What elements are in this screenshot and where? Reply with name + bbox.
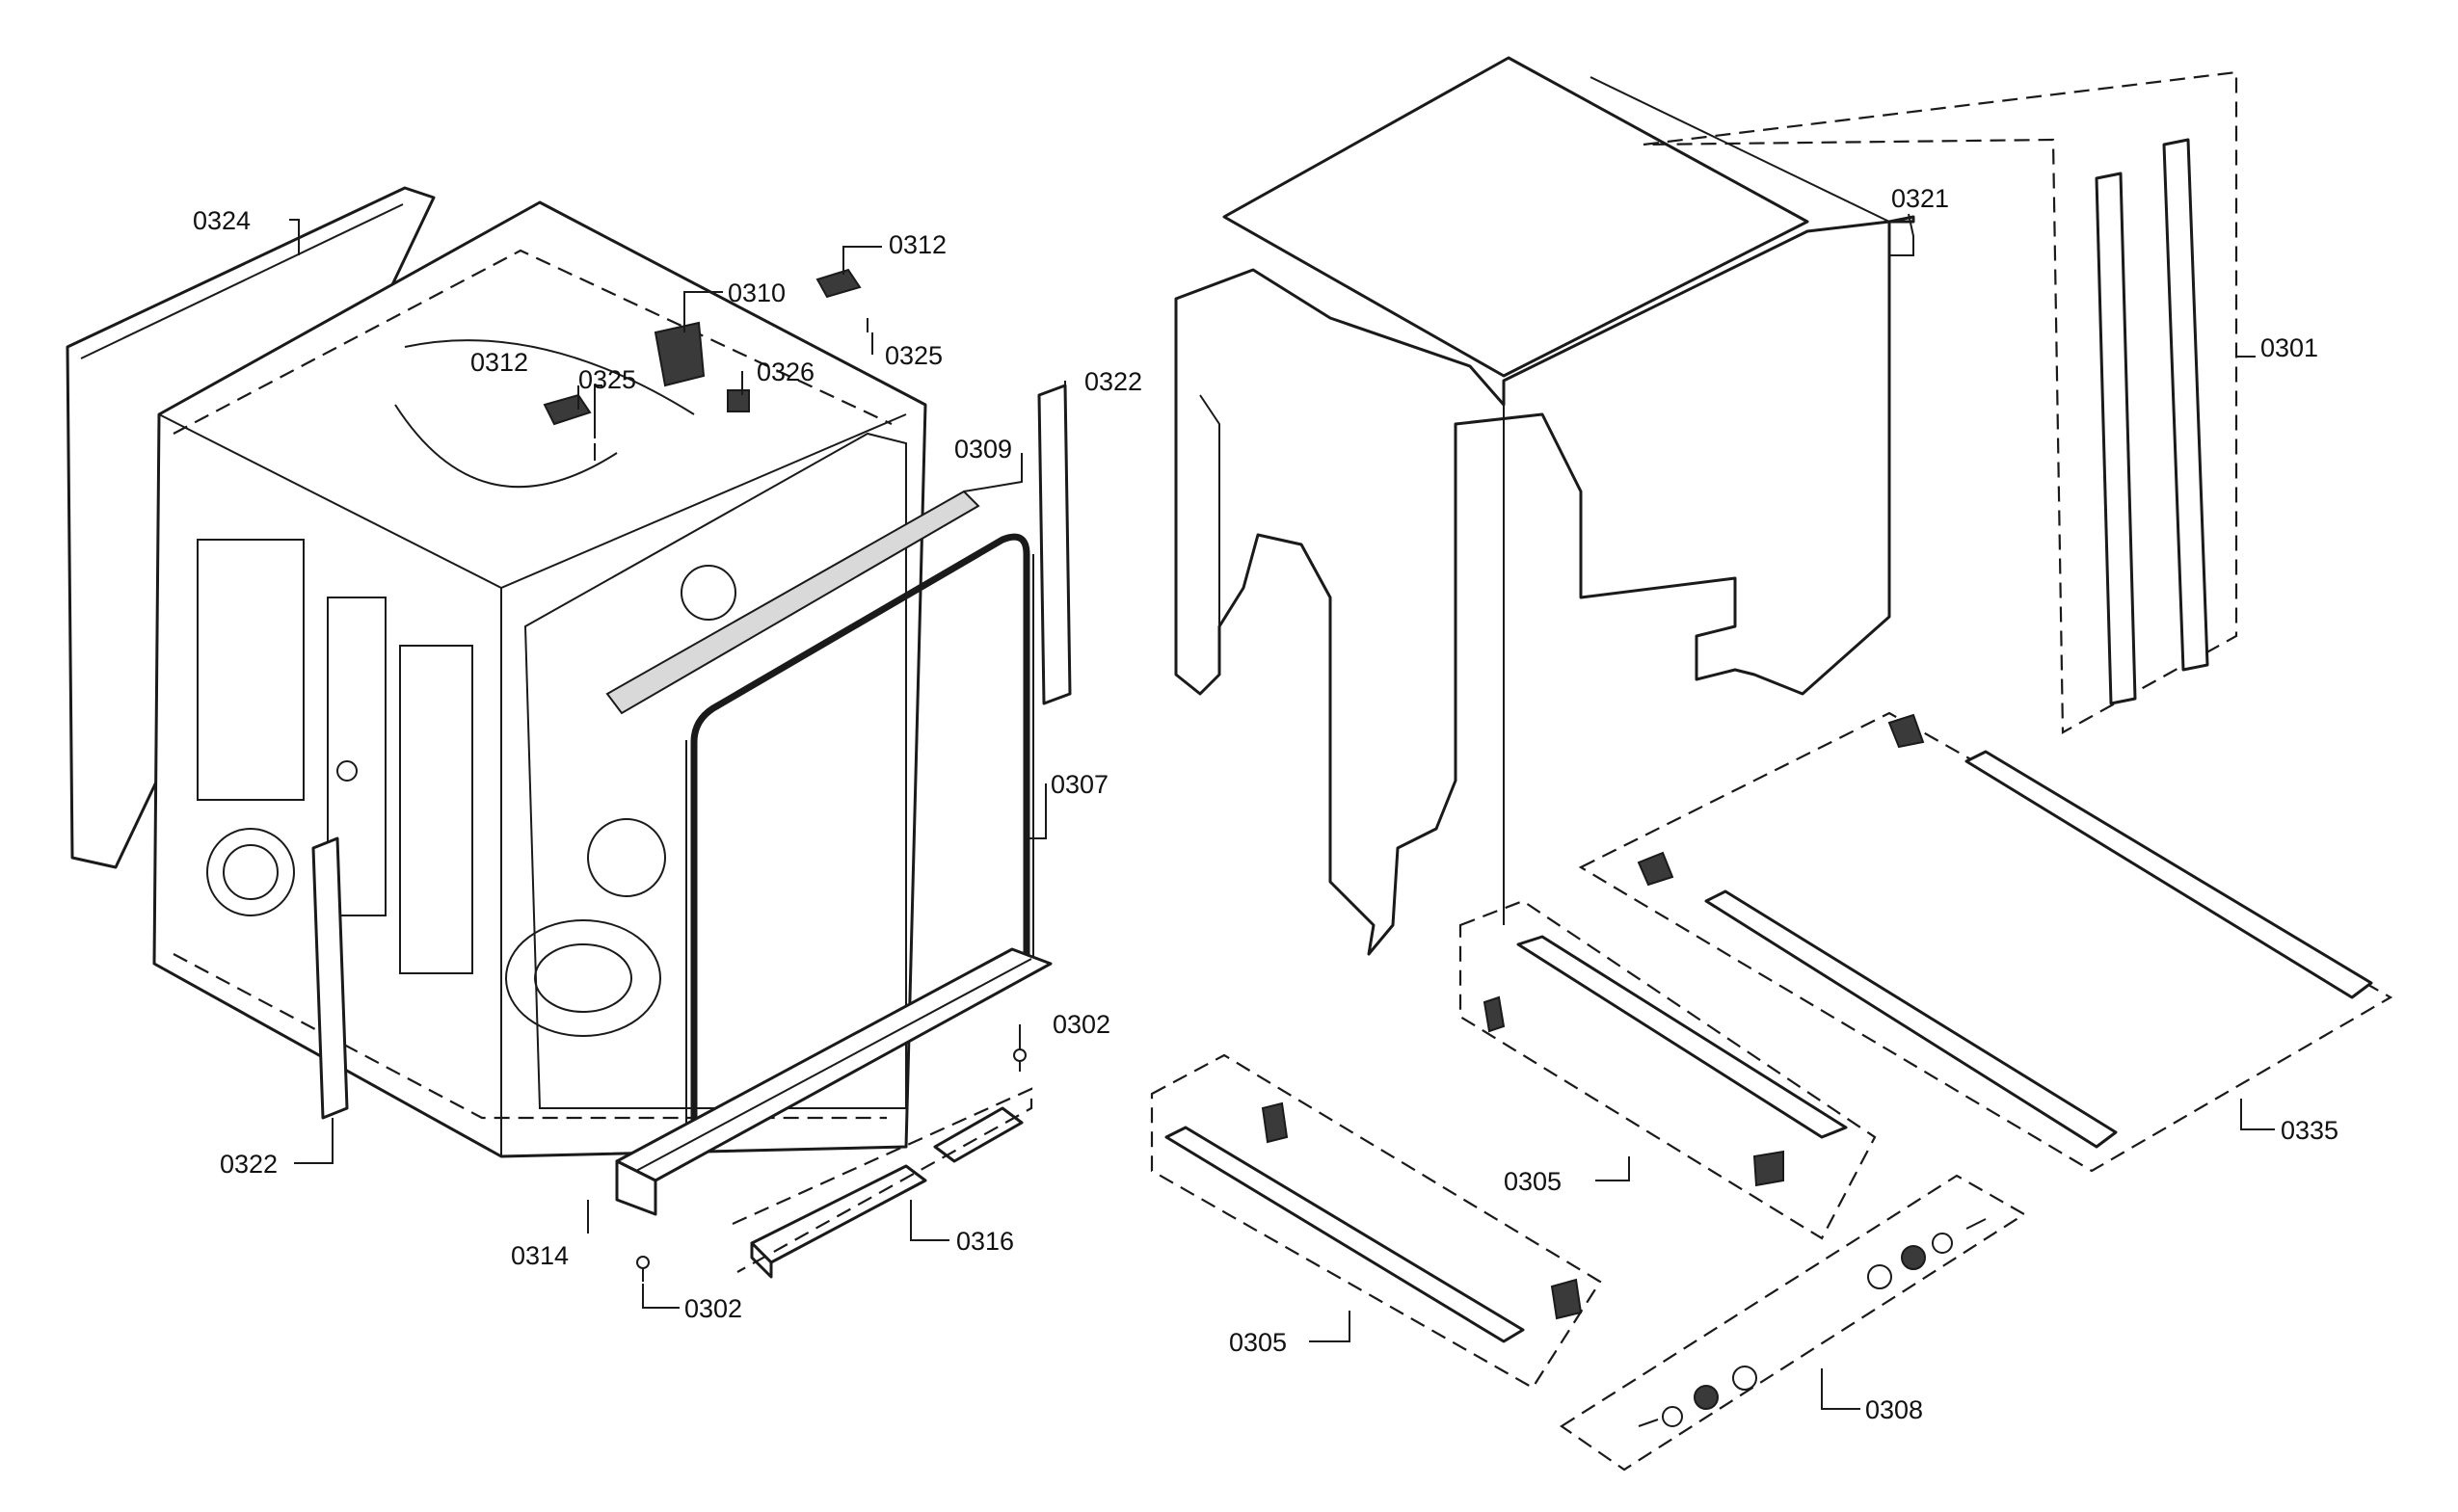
- leader-lines: [289, 213, 2275, 1410]
- callout-0314: 0314: [511, 1241, 569, 1270]
- callout-0310: 0310: [728, 279, 786, 307]
- part-door-gasket: [685, 533, 1034, 1132]
- part-base-blocks: [732, 1087, 1033, 1279]
- callout-0312-right: 0312: [889, 230, 947, 259]
- callout-0322-left: 0322: [220, 1150, 278, 1179]
- callout-0302-right: 0302: [1053, 1010, 1110, 1039]
- callout-0325-right: 0325: [885, 341, 943, 370]
- callout-0308: 0308: [1865, 1395, 1923, 1424]
- callout-0312-left: 0312: [470, 348, 528, 377]
- callout-0305-upper: 0305: [1504, 1167, 1562, 1196]
- callout-0302-bottom: 0302: [684, 1294, 742, 1323]
- callout-0321: 0321: [1891, 184, 1949, 213]
- part-base-rail: [615, 947, 1053, 1216]
- part-top-rail: [605, 490, 980, 715]
- callout-0305-lower: 0305: [1229, 1328, 1287, 1357]
- part-rail-lower: [1150, 1053, 1602, 1390]
- part-insulation-blanket: [1174, 56, 1915, 956]
- callout-0309: 0309: [954, 435, 1012, 464]
- callout-0324: 0324: [193, 206, 251, 235]
- callout-0307: 0307: [1051, 770, 1109, 799]
- part-wheel-kit: [1560, 1174, 2027, 1472]
- callout-0325-left: 0325: [578, 365, 636, 394]
- callout-0335: 0335: [2281, 1116, 2338, 1145]
- callout-labels: 0324 0312 0310 0325 0312 0325 0326 0309 …: [193, 184, 2338, 1424]
- part-strip-right: [1037, 384, 1072, 705]
- part-side-rails: [1643, 70, 2238, 734]
- callout-0301: 0301: [2260, 333, 2318, 362]
- part-tub-body: [152, 200, 927, 1158]
- part-strip-left: [311, 836, 349, 1120]
- callout-0322-right: 0322: [1084, 367, 1142, 396]
- callout-0326: 0326: [757, 358, 815, 386]
- callout-0316: 0316: [956, 1227, 1014, 1256]
- part-long-rails: [1578, 711, 2393, 1173]
- part-rail-upper: [1458, 899, 1877, 1240]
